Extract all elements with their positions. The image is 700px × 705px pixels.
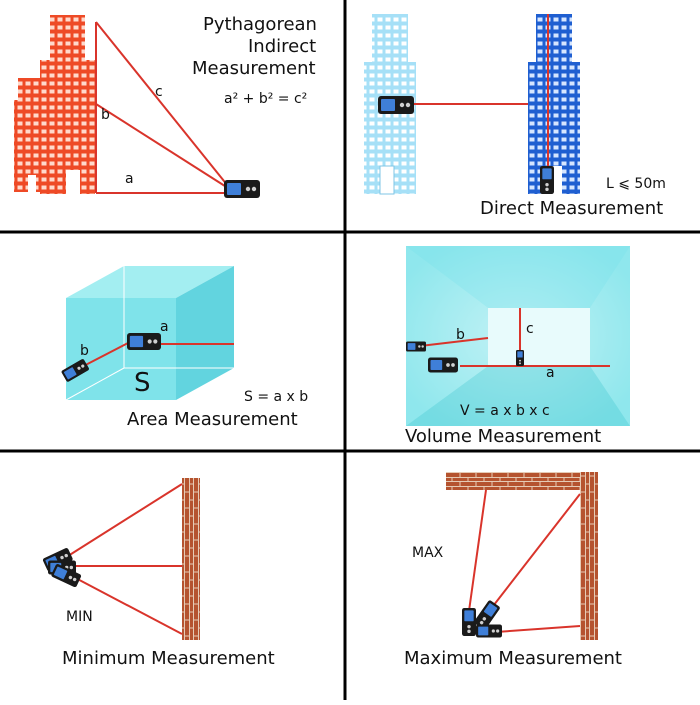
volume-panel: [406, 246, 630, 426]
label-s: S: [134, 368, 151, 398]
room-ceiling: [406, 246, 630, 308]
laser-meter-icon: [378, 96, 414, 114]
brick-wall-top: [446, 472, 598, 490]
label-b: b: [80, 343, 89, 359]
laser-line-diagonal: [489, 493, 581, 611]
hypotenuse-c-line: [95, 21, 229, 187]
volume-title: Volume Measurement: [405, 426, 602, 447]
laser-line-b: [419, 337, 489, 347]
box-right-face: [176, 266, 234, 400]
direct-panel: [364, 14, 580, 195]
pythagorean-title-line1: Pythagorean: [203, 14, 317, 35]
min-tag: MIN: [66, 609, 93, 625]
laser-line-up: [467, 489, 487, 619]
laser-line-lower: [67, 573, 183, 635]
laser-line-right: [495, 625, 581, 633]
red-building-tower: [50, 15, 85, 63]
laser-meter-icon: [127, 333, 161, 350]
pythagorean-title-line3: Measurement: [192, 58, 316, 79]
dark-blue-building-top: [536, 14, 572, 68]
pythagorean-laser-lines: [95, 21, 229, 194]
box-top-face: [66, 266, 234, 298]
label-a: a: [160, 319, 169, 335]
label-c: c: [155, 84, 163, 100]
laser-meter-icon: [476, 624, 502, 638]
area-formula: S = a x b: [244, 389, 309, 405]
maximum-title: Maximum Measurement: [404, 648, 622, 669]
mid-laser-line: [95, 103, 229, 189]
light-blue-building-door: [379, 165, 395, 195]
laser-meter-icon: [462, 608, 476, 636]
maximum-panel: [446, 472, 598, 640]
laser-meter-icon: [224, 180, 260, 198]
room-left-wall: [406, 246, 488, 426]
minimum-panel: [42, 478, 200, 640]
label-b: b: [101, 107, 110, 123]
max-tag: MAX: [412, 545, 444, 561]
area-panel: [60, 266, 234, 401]
light-blue-building-top: [372, 14, 408, 68]
red-building-small-top: [18, 78, 40, 102]
room-back-wall: [488, 308, 590, 366]
label-a: a: [546, 365, 555, 381]
laser-meter-icon: [516, 350, 524, 366]
red-building-door: [66, 170, 80, 194]
volume-formula: V = a x b x c: [460, 403, 550, 419]
distance-limit: L ⩽ 50m: [606, 176, 666, 192]
box-back-edge-diagonal: [65, 367, 125, 401]
pythagorean-formula: a² + b² = c²: [224, 91, 308, 107]
label-b: b: [456, 327, 465, 343]
room-floor: [406, 366, 630, 426]
laser-line-upper: [67, 483, 183, 557]
pythagorean-panel: [14, 15, 260, 198]
minimum-title: Minimum Measurement: [62, 648, 275, 669]
laser-meter-icon: [540, 166, 554, 194]
pythagorean-title-line2: Indirect: [248, 36, 317, 57]
area-title: Area Measurement: [127, 409, 298, 430]
red-buildings: [14, 15, 95, 194]
laser-meter-icon: [428, 357, 458, 373]
label-a: a: [125, 171, 134, 187]
room-right-wall: [590, 246, 630, 426]
laser-meter-icon: [406, 341, 426, 352]
label-c: c: [526, 321, 534, 337]
brick-wall: [182, 478, 200, 640]
red-building-door-small: [28, 175, 36, 193]
brick-wall-right: [580, 472, 598, 640]
direct-title: Direct Measurement: [480, 198, 664, 219]
